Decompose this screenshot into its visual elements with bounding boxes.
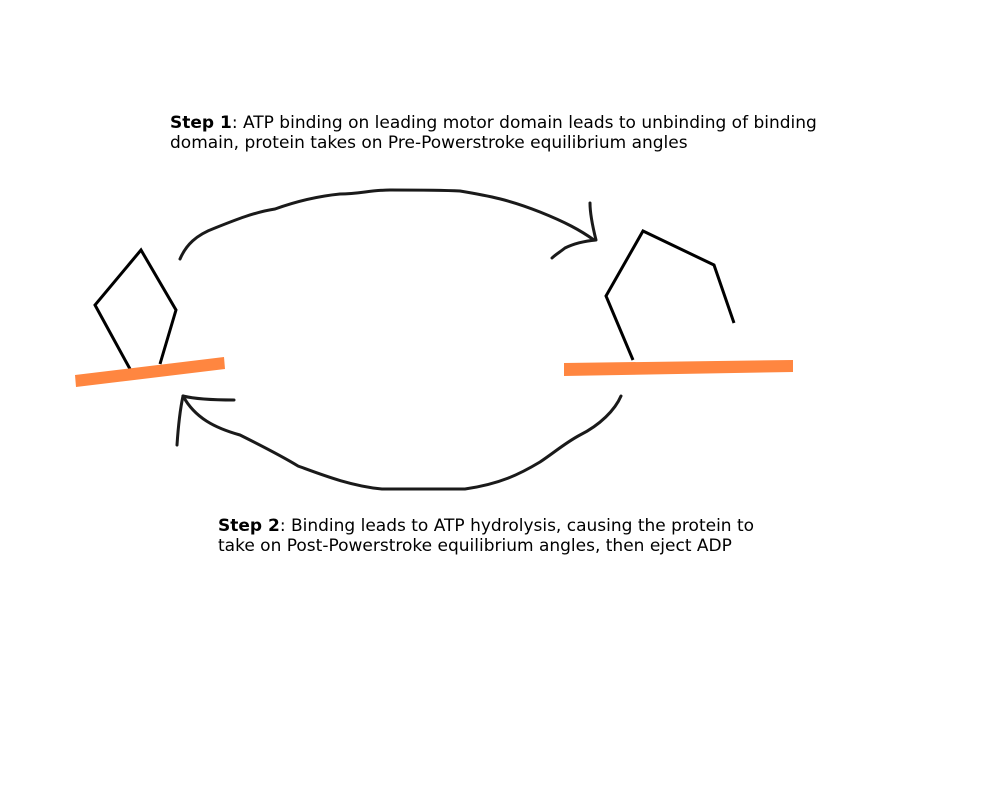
right-protein-shape: [604, 229, 736, 361]
step2-text: : Binding leads to ATP hydrolysis, causi…: [218, 516, 755, 556]
left-protein-shape: [93, 247, 178, 370]
step1-text: : ATP binding on leading motor domain le…: [170, 113, 817, 153]
step1-label: Step 1: [170, 113, 232, 133]
step1-caption: Step 1: ATP binding on leading motor dom…: [170, 113, 850, 153]
right-state: [564, 229, 793, 376]
step1-arrow-curve: [178, 188, 596, 261]
step1-arrow: [178, 188, 598, 261]
step2-arrow-curve: [181, 394, 623, 491]
step2-label: Step 2: [218, 516, 280, 536]
left-filament: [75, 357, 225, 387]
step2-arrowhead: [175, 394, 236, 447]
step2-arrow: [175, 394, 623, 491]
left-state: [75, 247, 225, 387]
step1-arrowhead: [550, 201, 598, 260]
step2-caption: Step 2: Binding leads to ATP hydrolysis,…: [218, 516, 778, 556]
right-filament: [564, 360, 793, 376]
